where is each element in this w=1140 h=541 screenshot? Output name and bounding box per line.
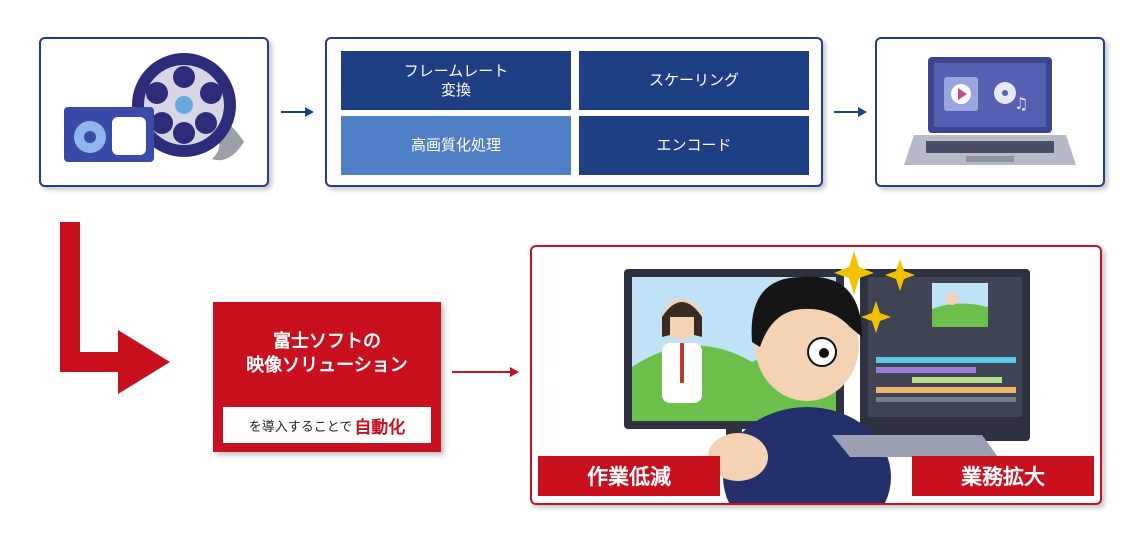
badge-work-reduction: 作業低減 — [538, 456, 720, 496]
video-tape-film-reel-icon — [64, 53, 244, 162]
solution-subtitle: を導入することで自動化 — [223, 407, 431, 443]
process-encode: エンコード — [579, 116, 809, 175]
solution-subtitle-prefix: を導入することで — [248, 419, 353, 435]
big-red-arrow — [60, 222, 170, 394]
flow-arrow-2 — [834, 104, 868, 123]
solution-subtitle-emphasis: 自動化 — [354, 417, 406, 438]
process-image-enhancement: 高画質化処理 — [341, 116, 571, 175]
output-device-box: ♫ — [875, 37, 1105, 187]
process-scaling: スケーリング — [579, 51, 809, 110]
process-frame-rate-conversion: フレームレート 変換 — [341, 51, 571, 110]
solution-arrow — [452, 364, 520, 383]
svg-text:♫: ♫ — [1014, 94, 1028, 113]
video-editor-illustration — [624, 251, 1030, 503]
flow-arrow-1 — [281, 104, 315, 123]
processing-box: フレームレート 変換 スケーリング 高画質化処理 エンコード — [325, 37, 823, 187]
laptop-media-icon: ♫ — [904, 57, 1076, 165]
badge-business-expansion: 業務拡大 — [912, 456, 1094, 496]
source-media-box — [39, 37, 269, 187]
solution-title: 富士ソフトの 映像ソリューション — [246, 331, 408, 376]
solution-box: 富士ソフトの 映像ソリューション を導入することで自動化 — [213, 302, 441, 452]
